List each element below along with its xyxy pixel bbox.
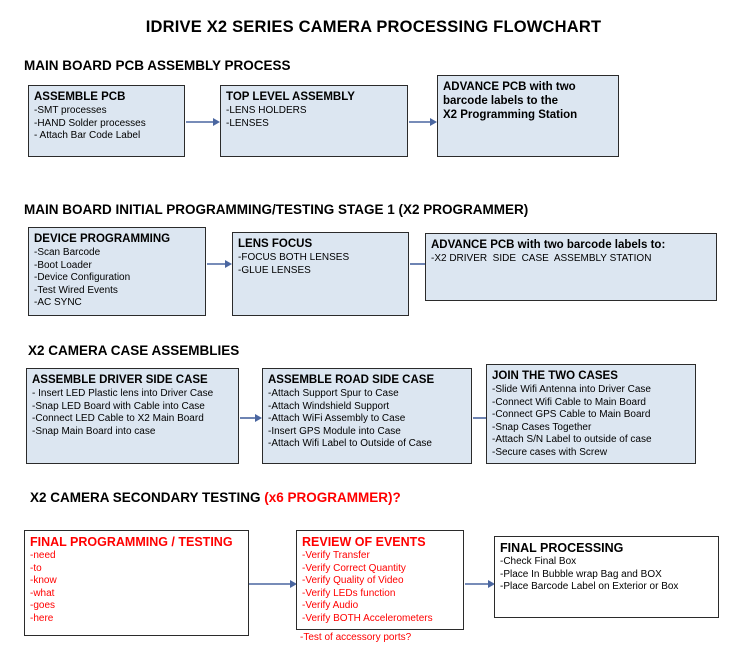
arrow-top-level-to-advance-pcb [409,116,437,128]
section-heading-annotation: (x6 PROGRAMMER)? [264,490,401,505]
box-title: ADVANCE PCB with two barcode labels to: [431,239,666,251]
box-final-programming-testing[interactable]: FINAL PROGRAMMING / TESTING -need -to -k… [24,530,249,636]
box-line: -Verify Quality of Video [302,575,404,587]
box-line: -Verify LEDs function [302,587,396,599]
box-line: -Secure cases with Screw [492,446,608,458]
box-title: LENS FOCUS [238,238,313,250]
box-title: ADVANCE PCB with two barcode labels to t… [443,81,578,121]
box-line: -Device Configuration [34,272,131,284]
page-title: IDRIVE X2 SERIES CAMERA PROCESSING FLOWC… [145,18,602,36]
box-line: -Connect LED Cable to X2 Main Board [32,413,204,425]
box-line: -goes [30,600,56,612]
box-line: -need [30,550,56,561]
review-of-events-overflow-line: -Test of accessory ports? [300,632,412,643]
box-line: -Snap Cases Together [492,421,592,433]
box-line: -HAND Solder processes [34,117,146,129]
box-line: -Slide Wifi Antenna into Driver Case [492,384,651,395]
box-line: -AC SYNC [34,297,82,309]
section-heading-main-board-initial-programming: MAIN BOARD INITIAL PROGRAMMING/TESTING S… [24,202,529,217]
arrow-assemble-pcb-to-top-level [186,116,220,128]
box-join-the-two-cases[interactable]: JOIN THE TWO CASES -Slide Wifi Antenna i… [486,364,696,464]
box-device-programming[interactable]: DEVICE PROGRAMMING -Scan Barcode -Boot L… [28,227,206,316]
box-line: -Snap LED Board with Cable into Case [32,400,205,412]
box-line: -Attach S/N Label to outside of case [492,434,652,446]
box-line: -SMT processes [34,105,107,116]
box-line: -LENS HOLDERS [226,105,307,116]
box-advance-pcb-x2-programming-station[interactable]: ADVANCE PCB with two barcode labels to t… [437,75,619,157]
box-line: -to [30,562,42,574]
box-line: -Place In Bubble wrap Bag and BOX [500,568,662,580]
box-line: -Snap Main Board into case [32,425,156,437]
box-line: -Attach WiFi Assembly to Case [268,413,406,425]
box-advance-pcb-driver-side[interactable]: ADVANCE PCB with two barcode labels to: … [425,233,717,301]
box-line: -X2 DRIVER SIDE CASE ASSEMBLY STATION [431,253,652,264]
box-assemble-pcb[interactable]: ASSEMBLE PCB -SMT processes -HAND Solder… [28,85,185,157]
arrow-review-to-final-processing [465,578,495,590]
box-line: - Insert LED Plastic lens into Driver Ca… [32,388,214,399]
box-title: ASSEMBLE DRIVER SIDE CASE [32,374,208,386]
box-line: -Insert GPS Module into Case [268,425,401,437]
arrow-final-programming-to-review [249,578,297,590]
box-assemble-road-side-case[interactable]: ASSEMBLE ROAD SIDE CASE -Attach Support … [262,368,472,464]
section-heading-x2-camera-case-assemblies: X2 CAMERA CASE ASSEMBLIES [28,343,240,358]
box-title: ASSEMBLE PCB [34,91,126,103]
box-line: -Attach Support Spur to Case [268,388,399,399]
box-title: FINAL PROCESSING [500,541,624,555]
box-line: -Place Barcode Label on Exterior or Box [500,581,679,593]
box-line: -Connect Wifi Cable to Main Board [492,396,646,408]
box-title: REVIEW OF EVENTS [302,535,426,549]
box-line: -Verify BOTH Accelerometers [302,612,433,624]
box-line: -Attach Wifi Label to Outside of Case [268,438,432,450]
box-line: - Attach Bar Code Label [34,130,141,142]
box-line: -LENSES [226,117,269,129]
section-heading-text: X2 CAMERA SECONDARY TESTING [30,490,265,505]
box-title: FINAL PROGRAMMING / TESTING [30,535,233,549]
box-line: -GLUE LENSES [238,264,311,276]
box-line: -Boot Loader [34,259,92,271]
box-line: -here [30,612,54,624]
box-final-processing[interactable]: FINAL PROCESSING -Check Final Box -Place… [494,536,719,618]
box-title: ASSEMBLE ROAD SIDE CASE [268,374,435,386]
box-line: -what [30,587,55,599]
box-title: TOP LEVEL ASSEMBLY [226,91,355,103]
box-line: -Connect GPS Cable to Main Board [492,409,651,421]
box-top-level-assembly[interactable]: TOP LEVEL ASSEMBLY -LENS HOLDERS -LENSES [220,85,408,157]
box-line: -Verify Audio [302,600,359,612]
box-assemble-driver-side-case[interactable]: ASSEMBLE DRIVER SIDE CASE - Insert LED P… [26,368,239,464]
arrow-device-programming-to-lens-focus [207,258,232,270]
box-line: -FOCUS BOTH LENSES [238,252,350,263]
section-heading-x2-camera-secondary-testing: X2 CAMERA SECONDARY TESTING (x6 PROGRAMM… [30,490,401,505]
arrow-driver-case-to-road-case [240,412,262,424]
box-line: -Test Wired Events [34,284,118,296]
section-heading-main-board-pcb-assembly: MAIN BOARD PCB ASSEMBLY PROCESS [24,58,291,73]
box-title: DEVICE PROGRAMMING [34,233,171,245]
box-line: -Attach Windshield Support [268,400,390,412]
box-review-of-events[interactable]: REVIEW OF EVENTS -Verify Transfer -Verif… [296,530,464,630]
box-line: -know [30,575,57,587]
box-title: JOIN THE TWO CASES [492,370,618,382]
box-lens-focus[interactable]: LENS FOCUS -FOCUS BOTH LENSES -GLUE LENS… [232,232,409,316]
box-line: -Check Final Box [500,556,577,567]
box-line: -Verify Correct Quantity [302,562,406,574]
box-line: -Scan Barcode [34,247,101,258]
box-line: -Verify Transfer [302,550,370,561]
